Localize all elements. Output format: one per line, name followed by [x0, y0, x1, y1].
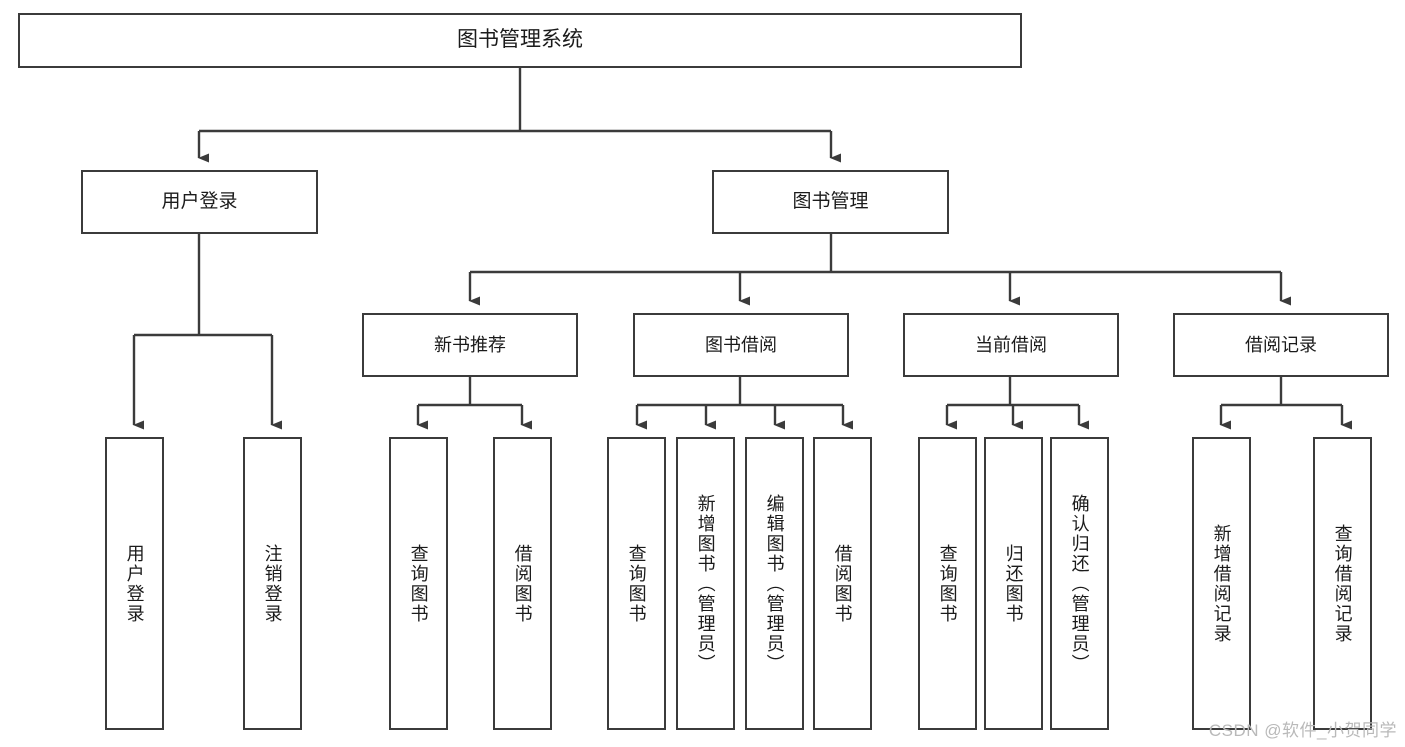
leaf-confirm-return-admin[interactable]: 确认归还（管理员） [1050, 437, 1109, 730]
leaf-query-book-recommend[interactable]: 查询图书 [389, 437, 448, 730]
leaf-borrow-book-recommend[interactable]: 借阅图书 [493, 437, 552, 730]
node-label: 新书推荐 [434, 334, 506, 355]
node-label: 图书管理 [792, 191, 869, 213]
leaf-query-borrow-record[interactable]: 查询借阅记录 [1313, 437, 1372, 730]
leaf-add-book-admin[interactable]: 新增图书（管理员） [676, 437, 735, 730]
node-label: 确认归还（管理员） [1069, 493, 1090, 674]
node-label: 查询图书 [937, 543, 958, 624]
node-label: 新增借阅记录 [1211, 523, 1232, 644]
node-label: 新增图书（管理员） [695, 493, 716, 674]
node-label: 归还图书 [1003, 543, 1024, 624]
node-borrow-record[interactable]: 借阅记录 [1173, 313, 1389, 377]
node-label: 当前借阅 [975, 334, 1047, 355]
node-book-management[interactable]: 图书管理 [712, 170, 949, 234]
node-label: 编辑图书（管理员） [764, 493, 785, 674]
node-new-book-recommend[interactable]: 新书推荐 [362, 313, 578, 377]
node-label: 用户登录 [124, 543, 145, 624]
node-label: 图书借阅 [705, 334, 777, 355]
node-label: 注销登录 [262, 543, 283, 624]
node-current-borrow[interactable]: 当前借阅 [903, 313, 1119, 377]
leaf-borrow-book[interactable]: 借阅图书 [813, 437, 872, 730]
leaf-return-book[interactable]: 归还图书 [984, 437, 1043, 730]
node-book-borrow[interactable]: 图书借阅 [633, 313, 849, 377]
node-label: 查询图书 [626, 543, 647, 624]
leaf-logout-login[interactable]: 注销登录 [243, 437, 302, 730]
node-label: 查询图书 [408, 543, 429, 624]
node-label: 用户登录 [161, 191, 238, 213]
node-label: 借阅图书 [832, 543, 853, 624]
node-book-management-system[interactable]: 图书管理系统 [18, 13, 1022, 68]
leaf-user-login[interactable]: 用户登录 [105, 437, 164, 730]
leaf-edit-book-admin[interactable]: 编辑图书（管理员） [745, 437, 804, 730]
node-label: 借阅记录 [1245, 334, 1317, 355]
leaf-add-borrow-record[interactable]: 新增借阅记录 [1192, 437, 1251, 730]
node-user-login[interactable]: 用户登录 [81, 170, 318, 234]
leaf-query-book-current[interactable]: 查询图书 [918, 437, 977, 730]
node-label: 查询借阅记录 [1332, 523, 1353, 644]
node-label: 图书管理系统 [457, 28, 583, 52]
node-label: 借阅图书 [512, 543, 533, 624]
leaf-query-book-borrow[interactable]: 查询图书 [607, 437, 666, 730]
